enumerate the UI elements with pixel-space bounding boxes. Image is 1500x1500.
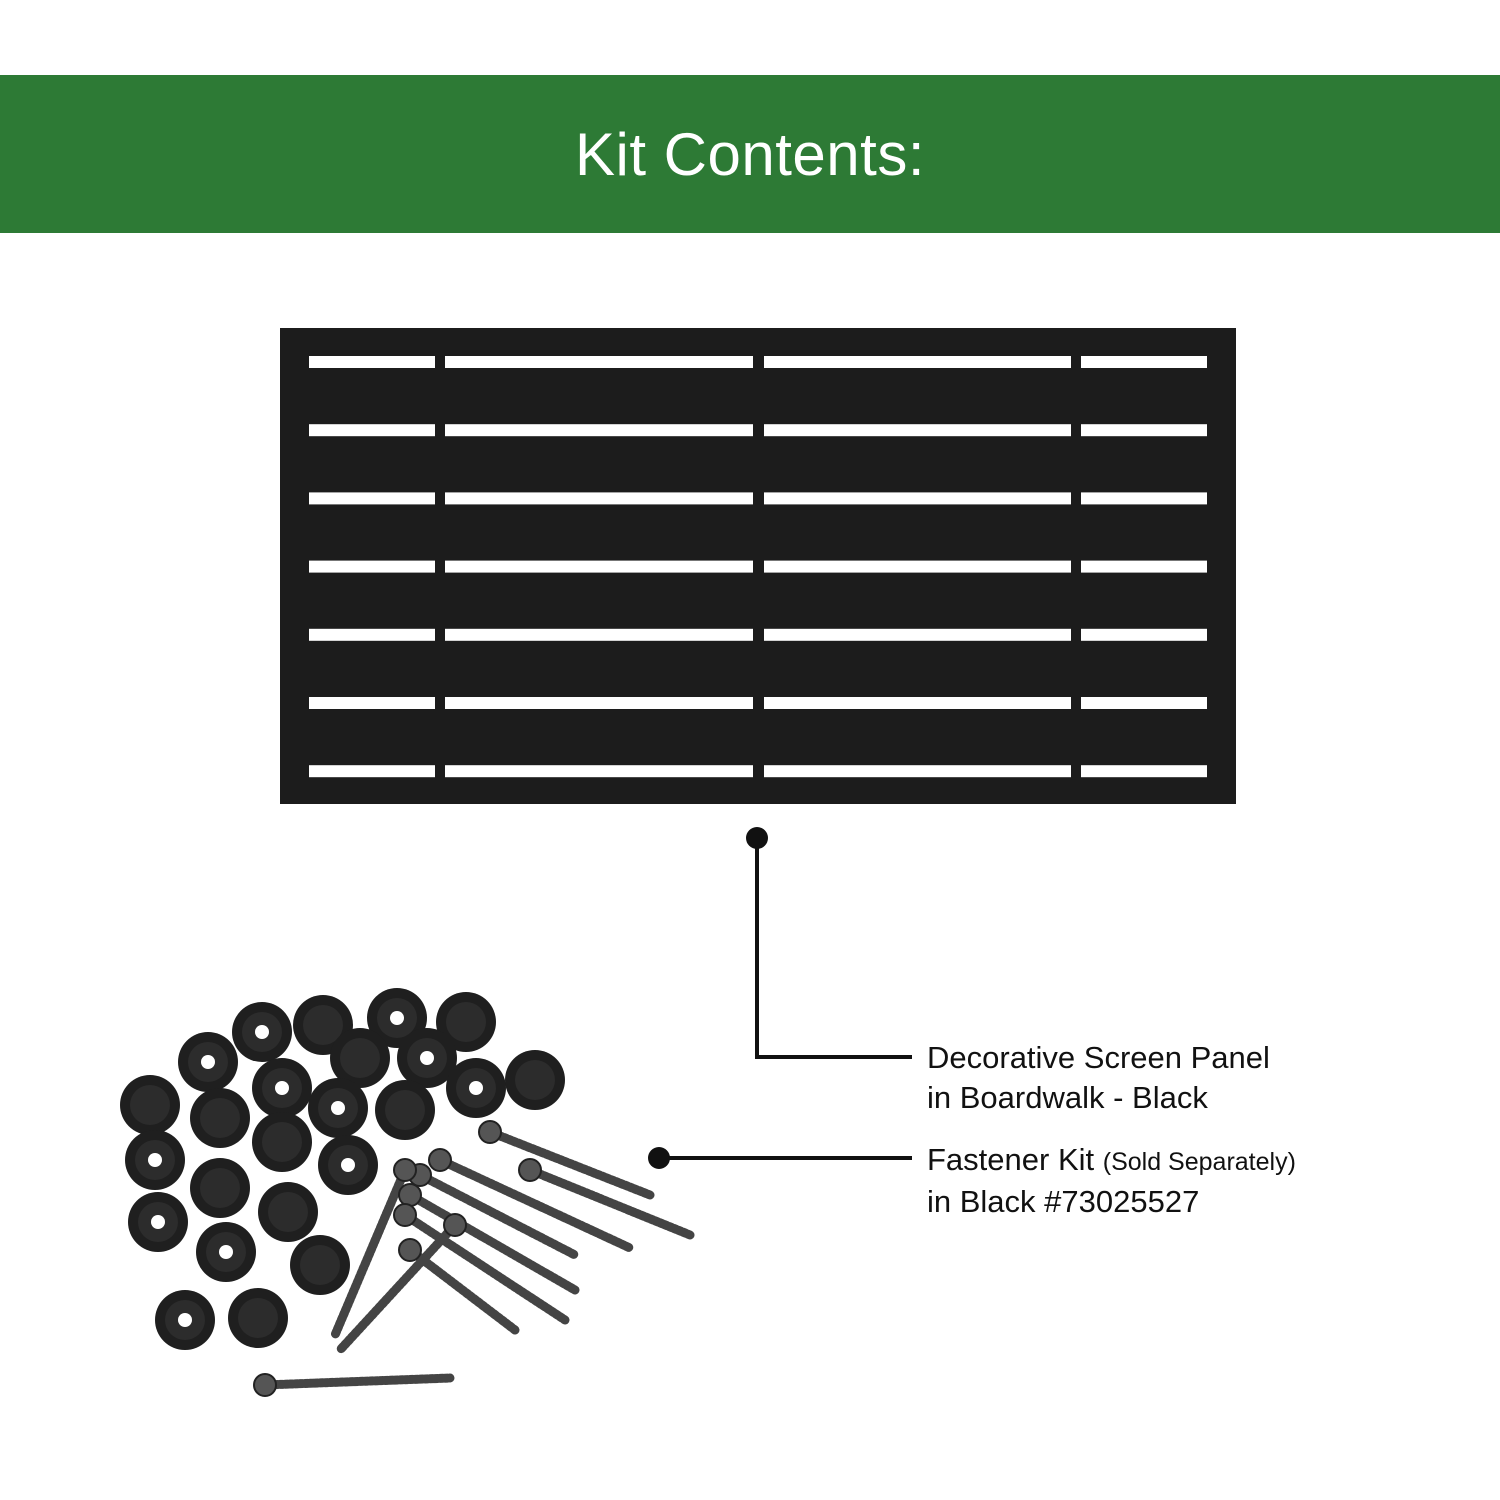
fastener-label: Fastener Kit (Sold Separately) in Black … xyxy=(927,1140,1296,1222)
screw-cap xyxy=(155,1290,215,1350)
screw-cap xyxy=(436,992,496,1052)
fastener-label-line1: Fastener Kit xyxy=(927,1142,1095,1177)
panel-slot xyxy=(764,560,1071,573)
screw-cap xyxy=(375,1080,435,1140)
panel-slot xyxy=(1081,765,1207,778)
panel-slot xyxy=(445,765,753,778)
screw-cap xyxy=(252,1058,312,1118)
screw xyxy=(398,1183,580,1295)
panel-slot xyxy=(309,697,435,709)
panel-label-line2: in Boardwalk - Black xyxy=(927,1080,1208,1115)
panel-slot xyxy=(764,492,1071,505)
screw-cap xyxy=(128,1192,188,1252)
panel-slot xyxy=(764,356,1071,368)
panel-slot xyxy=(1081,492,1207,505)
screw xyxy=(518,1158,695,1240)
screw xyxy=(335,1213,467,1355)
screen-panel xyxy=(280,328,1236,804)
screw-cap xyxy=(178,1032,238,1092)
screw-cap xyxy=(190,1088,250,1148)
screw-cap xyxy=(252,1112,312,1172)
panel-slot xyxy=(309,765,435,778)
screw xyxy=(330,1158,417,1340)
fastener-label-line2: in Black #73025527 xyxy=(927,1184,1200,1219)
screw xyxy=(393,1203,570,1325)
panel-slot xyxy=(764,765,1071,778)
page-title: Kit Contents: xyxy=(574,120,925,188)
panel-slot xyxy=(764,697,1071,709)
title-banner: Kit Contents: xyxy=(0,75,1500,233)
panel-label: Decorative Screen Panel in Boardwalk - B… xyxy=(927,1038,1270,1118)
panel-slot xyxy=(309,492,435,505)
panel-slot xyxy=(445,492,753,505)
panel-slot xyxy=(1081,628,1207,641)
screw-cap xyxy=(397,1028,457,1088)
screw-cap xyxy=(318,1135,378,1195)
panel-slot xyxy=(445,628,753,641)
panel-slot xyxy=(309,356,435,368)
screw-cap xyxy=(446,1058,506,1118)
panel-slot xyxy=(1081,697,1207,709)
screw xyxy=(428,1148,635,1253)
screw-cap xyxy=(228,1288,288,1348)
screw xyxy=(398,1238,520,1335)
screw-cap xyxy=(190,1158,250,1218)
panel-slot xyxy=(309,560,435,573)
screw xyxy=(478,1120,655,1200)
fastener-label-note: (Sold Separately) xyxy=(1102,1148,1296,1176)
fastener-callout-line xyxy=(648,1147,912,1169)
panel-callout-line xyxy=(746,827,912,1059)
panel-slot xyxy=(764,628,1071,641)
panel-slot xyxy=(445,356,753,368)
screw-cap xyxy=(258,1182,318,1242)
panel-slot xyxy=(445,560,753,573)
screw-cap xyxy=(330,1028,390,1088)
panel-slot xyxy=(1081,356,1207,368)
panel-slot xyxy=(764,424,1071,437)
fastener-kit-image xyxy=(120,988,695,1397)
panel-label-line1: Decorative Screen Panel xyxy=(927,1040,1270,1075)
panel-slot xyxy=(445,424,753,437)
screw-cap xyxy=(196,1222,256,1282)
screw-cap xyxy=(120,1075,180,1135)
panel-slot xyxy=(1081,560,1207,573)
panel-slot xyxy=(445,697,753,709)
panel-slot xyxy=(1081,424,1207,437)
screw-cap xyxy=(505,1050,565,1110)
screw-cap xyxy=(290,1235,350,1295)
screw-cap xyxy=(125,1130,185,1190)
screw xyxy=(253,1373,455,1397)
panel-slot xyxy=(309,424,435,437)
panel-slot xyxy=(309,628,435,641)
screw-cap xyxy=(232,1002,292,1062)
screw-cap xyxy=(308,1078,368,1138)
